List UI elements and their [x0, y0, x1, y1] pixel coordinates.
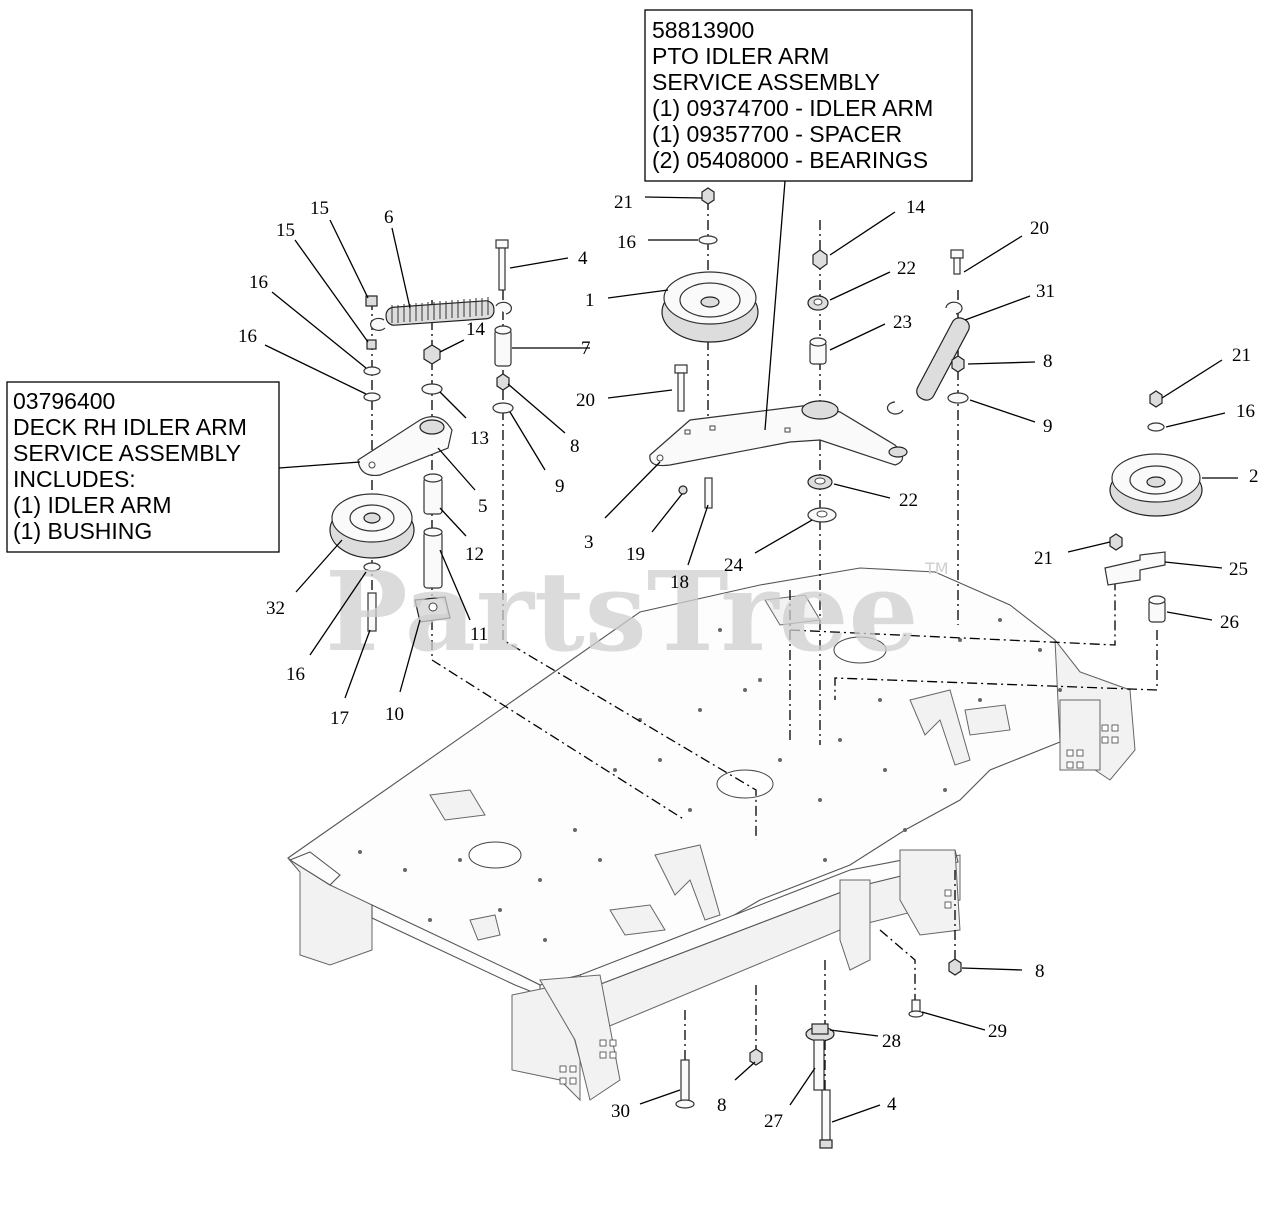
deck-box-line-4: INCLUDES: [13, 466, 136, 492]
watermark-text: PartsTree [325, 547, 919, 676]
callout-25: 25 [1229, 559, 1248, 580]
callout-2: 2 [1249, 466, 1259, 487]
callout-29: 29 [988, 1021, 1007, 1042]
callout-16c: 16 [286, 664, 305, 685]
callout-16a: 16 [249, 272, 268, 293]
bolt-4-top [495, 239, 509, 291]
deck-box-line-3: SERVICE ASSEMBLY [13, 440, 241, 466]
callout-19: 19 [626, 544, 645, 565]
watermark: PartsTree TM [325, 547, 949, 676]
pto-box-line-1: 58813900 [652, 17, 754, 43]
watermark-trademark: TM [924, 559, 949, 578]
callout-17: 17 [330, 708, 349, 729]
deck-box-line-6: (1) BUSHING [13, 518, 152, 544]
callout-3: 3 [584, 532, 594, 553]
callout-30: 30 [611, 1101, 630, 1122]
callout-8-right: 8 [1043, 351, 1053, 372]
pto-box-line-5: (1) 09357700 - SPACER [652, 121, 902, 147]
pto-box-line-4: (1) 09374700 - IDLER ARM [652, 95, 933, 121]
callout-20-center: 20 [576, 390, 595, 411]
pto-box-line-2: PTO IDLER ARM [652, 43, 829, 69]
callout-28: 28 [882, 1031, 901, 1052]
spring-31 [886, 301, 970, 415]
callout-1: 1 [585, 290, 595, 311]
spring-6 [385, 297, 512, 326]
callout-13: 13 [470, 428, 489, 449]
callout-16-far-right: 16 [1236, 401, 1255, 422]
pulley-1 [661, 271, 759, 343]
callout-32: 32 [266, 598, 285, 619]
callout-6: 6 [384, 207, 394, 228]
deck-box-line-1: 03796400 [13, 388, 115, 414]
callout-9-left: 9 [555, 476, 565, 497]
deck-box-line-2: DECK RH IDLER ARM [13, 414, 247, 440]
callout-22-top: 22 [897, 258, 916, 279]
callout-8-bottom: 8 [717, 1095, 727, 1116]
pulley-2 [1109, 453, 1203, 517]
callout-18: 18 [670, 572, 689, 593]
callout-7: 7 [581, 338, 591, 359]
callout-21-center: 21 [614, 192, 633, 213]
callout-15a: 15 [310, 198, 329, 219]
deck-box-line-5: (1) IDLER ARM [13, 492, 171, 518]
callout-10: 10 [385, 704, 404, 725]
callout-8-left: 8 [570, 436, 580, 457]
callout-4-bottom: 4 [887, 1094, 897, 1115]
pto-box-line-3: SERVICE ASSEMBLY [652, 69, 880, 95]
callout-14-left: 14 [466, 319, 486, 340]
pto-box-line-6: (2) 05408000 - BEARINGS [652, 147, 928, 173]
pulley-32 [329, 493, 415, 559]
callout-9-right: 9 [1043, 416, 1053, 437]
parts [329, 187, 1203, 1149]
pto-idler-arm-info-box: 58813900 PTO IDLER ARM SERVICE ASSEMBLY … [644, 9, 973, 431]
callout-16-center: 16 [617, 232, 636, 253]
callout-20-right: 20 [1030, 218, 1049, 239]
callout-31: 31 [1036, 281, 1055, 302]
callout-15b: 15 [276, 220, 295, 241]
callout-26: 26 [1220, 612, 1239, 633]
callout-4-top: 4 [578, 248, 588, 269]
callout-21-lower-right: 21 [1034, 548, 1053, 569]
idler-arm-5 [357, 416, 453, 477]
callout-21-far-right: 21 [1232, 345, 1251, 366]
callout-leaders [264, 196, 1238, 1123]
callout-12: 12 [465, 544, 484, 565]
callout-5: 5 [478, 496, 488, 517]
mower-deck [287, 567, 1136, 1102]
callout-24: 24 [724, 555, 744, 576]
deck-rh-idler-arm-info-box: 03796400 DECK RH IDLER ARM SERVICE ASSEM… [6, 381, 361, 553]
callout-14-right: 14 [906, 197, 926, 218]
callout-numbers: 15 15 6 16 16 4 14 7 13 8 9 5 12 32 16 1… [238, 192, 1259, 1132]
callout-8-bottom-right: 8 [1035, 961, 1045, 982]
callout-11: 11 [470, 624, 488, 645]
callout-22-bottom: 22 [899, 490, 918, 511]
pto-idler-arm-3 [649, 400, 908, 467]
callout-27: 27 [764, 1111, 783, 1132]
callout-16b: 16 [238, 326, 257, 347]
callout-23: 23 [893, 312, 912, 333]
